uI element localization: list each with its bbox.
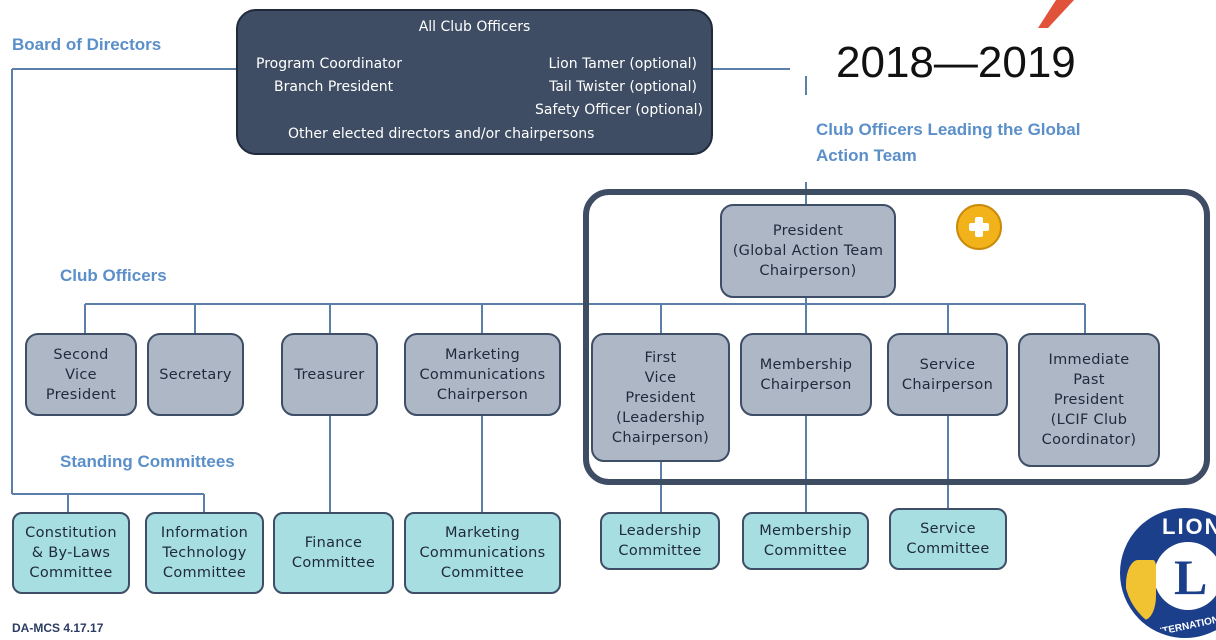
other-directors: Other elected directors and/or chairpers… xyxy=(288,126,595,142)
service-committee-box: Service Committee xyxy=(889,508,1007,570)
global-action-team-frame xyxy=(583,189,1210,485)
membership-chairperson-box: Membership Chairperson xyxy=(740,333,872,416)
finance-committee-box: Finance Committee xyxy=(273,512,394,594)
section-club-officers-leading: Club Officers Leading the Global Action … xyxy=(816,120,1081,165)
branch-president: Branch President xyxy=(274,79,394,95)
all-club-officers-box: All Club Officers Program Coordinator Br… xyxy=(236,9,713,155)
tail-twister: Tail Twister (optional) xyxy=(549,79,697,95)
membership-committee-box: Membership Committee xyxy=(742,512,869,570)
plus-icon[interactable] xyxy=(956,204,1002,250)
leadership-committee-box: Leadership Committee xyxy=(600,512,720,570)
document-code: DA-MCS 4.17.17 xyxy=(12,621,104,635)
safety-officer: Safety Officer (optional) xyxy=(535,102,703,118)
it-committee-box: Information Technology Committee xyxy=(145,512,264,594)
marketing-chairperson-box: Marketing Communications Chairperson xyxy=(404,333,561,416)
service-chairperson-box: Service Chairperson xyxy=(887,333,1008,416)
immediate-past-president-box: Immediate Past President (LCIF Club Coor… xyxy=(1018,333,1160,467)
marketing-committee-box: Marketing Communications Committee xyxy=(404,512,561,594)
treasurer-box: Treasurer xyxy=(281,333,378,416)
secretary-box: Secretary xyxy=(147,333,244,416)
section-club-officers: Club Officers xyxy=(60,266,167,285)
section-standing-committees: Standing Committees xyxy=(60,452,235,471)
red-accent-mark xyxy=(1038,0,1074,28)
program-coordinator: Program Coordinator xyxy=(256,56,402,72)
section-board-of-directors: Board of Directors xyxy=(12,35,162,54)
all-club-officers-title: All Club Officers xyxy=(418,19,531,35)
first-vice-president-box: First Vice President (Leadership Chairpe… xyxy=(591,333,730,462)
second-vice-president-box: Second Vice President xyxy=(25,333,137,416)
lion-tamer: Lion Tamer (optional) xyxy=(548,56,697,72)
year-heading: 2018—2019 xyxy=(836,38,1076,87)
president-box: President (Global Action Team Chairperso… xyxy=(720,204,896,298)
lions-logo: L LIONS INTERNATIONAL xyxy=(1120,508,1216,638)
constitution-committee-box: Constitution & By-Laws Committee xyxy=(12,512,130,594)
